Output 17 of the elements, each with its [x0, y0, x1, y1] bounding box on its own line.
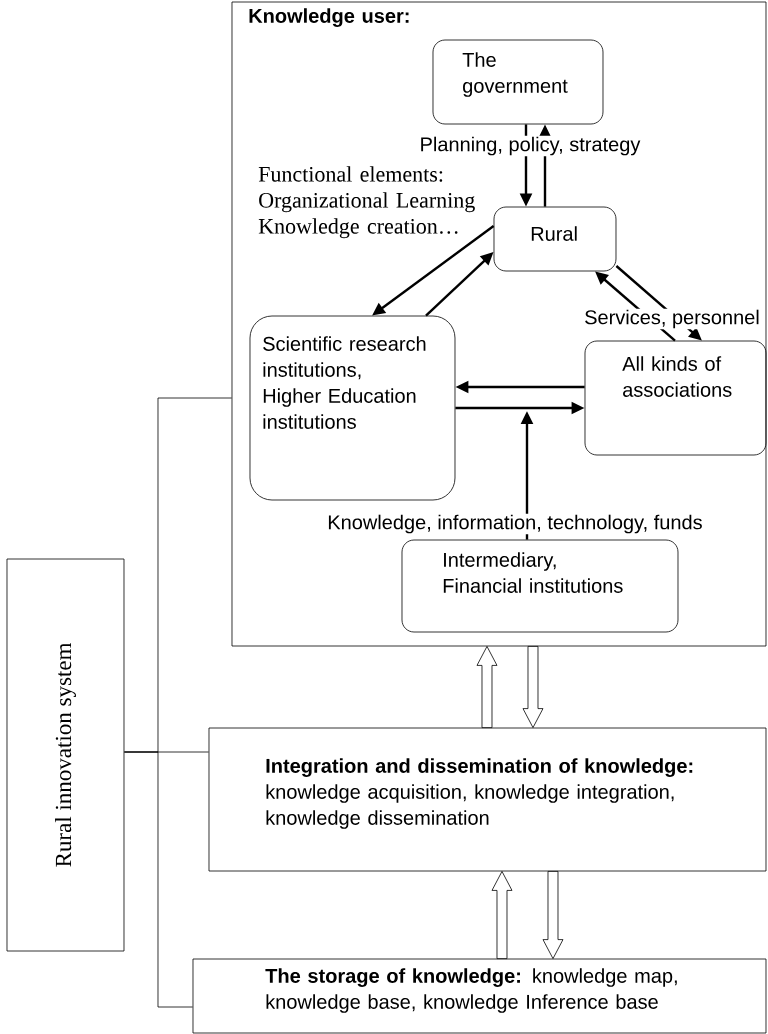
annotation-text: Functional elements: Organizational Learning Knowledge creation…	[258, 166, 475, 239]
hollow-arrow	[491, 871, 513, 959]
rounded-box: All kinds of associations	[584, 340, 767, 456]
process-box: Integration and dissemination of knowledge: knowledge acquisition, knowledge integration, knowledge dissemination	[208, 727, 767, 872]
hollow-arrow	[476, 646, 498, 728]
rounded-box: Rural	[493, 206, 617, 272]
edge-label: Planning, policy, strategy	[418, 135, 642, 157]
rounded-box: Scientific research institutions, Higher Education institutions	[249, 315, 456, 501]
edge-label: Services, personnel	[583, 308, 761, 330]
hollow-arrow	[522, 646, 544, 728]
process-box: The storage of knowledge: knowledge map, knowledge base, knowledge Inference base	[192, 958, 767, 1034]
process-box: Rural innovation system	[6, 558, 125, 952]
connector-line	[124, 751, 193, 1008]
rounded-box: Intermediary, Financial institutions	[401, 539, 679, 633]
hollow-arrow	[542, 871, 564, 959]
edge-label: Knowledge, information, technology, funds	[326, 513, 704, 535]
rounded-box: The government	[432, 39, 604, 125]
